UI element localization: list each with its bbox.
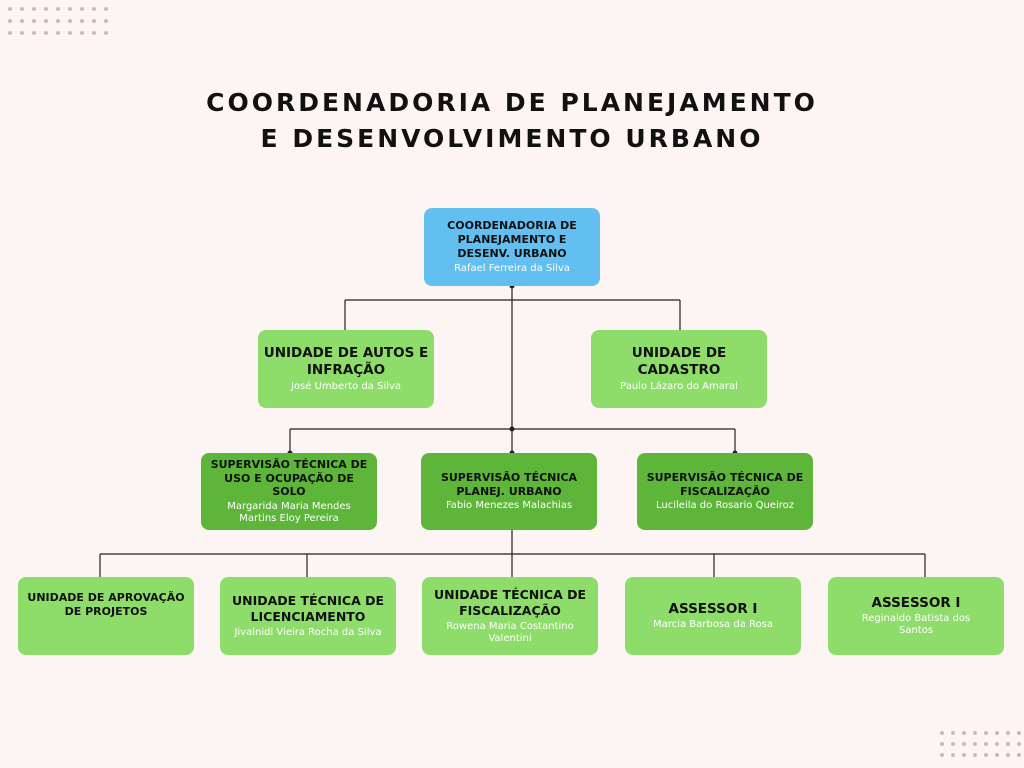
decorative-dot <box>940 753 944 757</box>
decorative-dot <box>940 742 944 746</box>
decorative-dot <box>8 31 12 35</box>
decorative-dot <box>68 31 72 35</box>
decorative-dot <box>1006 742 1010 746</box>
node-person: Reginaldo Batista dos Santos <box>861 613 971 637</box>
node-person: Jivalnidi Vieira Rocha da Silva <box>234 626 382 638</box>
node-person: Rafael Ferreira da Silva <box>454 262 570 274</box>
node-person: Marcia Barbosa da Rosa <box>653 619 773 631</box>
node-title: SUPERVISÃO TÉCNICA PLANEJ. URBANO <box>440 470 578 498</box>
decorative-dot <box>984 731 988 735</box>
decorative-dot <box>32 7 36 11</box>
node-person: Paulo Lázaro do Amaral <box>620 380 738 392</box>
node-person: Margarida Maria Mendes Martins Eloy Pere… <box>227 501 351 525</box>
decorative-dot <box>1017 731 1021 735</box>
decorative-dot <box>951 731 955 735</box>
decorative-dot <box>962 731 966 735</box>
decorative-dot <box>68 7 72 11</box>
decorative-dot <box>995 742 999 746</box>
title-line-1: COORDENADORIA DE PLANEJAMENTO <box>206 88 818 117</box>
node-title: ASSESSOR I <box>871 594 961 611</box>
decorative-dot <box>56 7 60 11</box>
decorative-dot <box>20 7 24 11</box>
node-person: Fabio Menezes Malachias <box>445 500 573 512</box>
decorative-dot <box>1006 731 1010 735</box>
decorative-dot <box>951 742 955 746</box>
node-person: Rowena Maria Costantino Valentini <box>446 620 574 644</box>
node-title: UNIDADE TÉCNICA DE FISCALIZAÇÃO <box>433 587 595 618</box>
title-line-2: E DESENVOLVIMENTO URBANO <box>260 124 764 153</box>
node-assessor-1: ASSESSOR I Marcia Barbosa da Rosa <box>625 577 801 655</box>
decorative-dot <box>984 753 988 757</box>
node-unidade-aprovacao-projetos: UNIDADE DE APROVAÇÃO DE PROJETOS <box>18 577 194 655</box>
decorative-dot <box>20 19 24 23</box>
decorative-dot <box>44 19 48 23</box>
decorative-dot <box>32 31 36 35</box>
node-person: Lucileila do Rosario Queiroz <box>656 500 794 512</box>
decorative-dot <box>104 19 108 23</box>
decorative-dot <box>92 31 96 35</box>
decorative-dot <box>984 742 988 746</box>
node-unidade-cadastro: UNIDADE DE CADASTRO Paulo Lázaro do Amar… <box>591 330 767 408</box>
page-title: COORDENADORIA DE PLANEJAMENTO E DESENVOL… <box>0 85 1024 157</box>
decorative-dot <box>940 731 944 735</box>
node-supervisao-fiscalizacao: SUPERVISÃO TÉCNICA DE FISCALIZAÇÃO Lucil… <box>637 453 813 530</box>
decorative-dot <box>32 19 36 23</box>
node-title: UNIDADE TÉCNICA DE LICENCIAMENTO <box>231 593 385 624</box>
decorative-dot <box>8 7 12 11</box>
decorative-dot <box>995 731 999 735</box>
decorative-dot <box>1017 742 1021 746</box>
node-title: UNIDADE DE APROVAÇÃO DE PROJETOS <box>27 591 185 618</box>
node-unidade-licenciamento: UNIDADE TÉCNICA DE LICENCIAMENTO Jivalni… <box>220 577 396 655</box>
decorative-dot <box>951 753 955 757</box>
node-title: SUPERVISÃO TÉCNICA DE USO E OCUPAÇÃO DE … <box>210 457 368 499</box>
decorative-dot <box>56 19 60 23</box>
decorative-dot <box>8 19 12 23</box>
node-title: ASSESSOR I <box>668 600 758 617</box>
decorative-dot <box>68 19 72 23</box>
decorative-dot <box>104 7 108 11</box>
decorative-dot <box>56 31 60 35</box>
decorative-dot <box>973 742 977 746</box>
node-title: COORDENADORIA DE PLANEJAMENTO E DESENV. … <box>447 219 577 260</box>
node-coordenadoria: COORDENADORIA DE PLANEJAMENTO E DESENV. … <box>424 208 600 286</box>
decorative-dot <box>995 753 999 757</box>
node-supervisao-uso-ocupacao: SUPERVISÃO TÉCNICA DE USO E OCUPAÇÃO DE … <box>201 453 377 530</box>
decorative-dot <box>44 7 48 11</box>
decorative-dot <box>962 753 966 757</box>
decorative-dot <box>973 753 977 757</box>
node-assessor-2: ASSESSOR I Reginaldo Batista dos Santos <box>828 577 1004 655</box>
node-unidade-fiscalizacao: UNIDADE TÉCNICA DE FISCALIZAÇÃO Rowena M… <box>422 577 598 655</box>
decorative-dot <box>1017 753 1021 757</box>
node-title: UNIDADE DE CADASTRO <box>631 345 727 378</box>
decorative-dot <box>80 31 84 35</box>
node-title: SUPERVISÃO TÉCNICA DE FISCALIZAÇÃO <box>646 470 804 498</box>
node-supervisao-planej-urbano: SUPERVISÃO TÉCNICA PLANEJ. URBANO Fabio … <box>421 453 597 530</box>
node-person: José Umberto da Silva <box>290 380 402 392</box>
node-title: UNIDADE DE AUTOS E INFRAÇÃO <box>263 345 429 378</box>
decorative-dot <box>92 7 96 11</box>
decorative-dot <box>973 731 977 735</box>
decorative-dot <box>104 31 108 35</box>
node-unidade-autos-infracao: UNIDADE DE AUTOS E INFRAÇÃO José Umberto… <box>258 330 434 408</box>
decorative-dot <box>80 7 84 11</box>
decorative-dot <box>44 31 48 35</box>
decorative-dot <box>20 31 24 35</box>
decorative-dot <box>1006 753 1010 757</box>
decorative-dot <box>80 19 84 23</box>
decorative-dot <box>962 742 966 746</box>
decorative-dot <box>92 19 96 23</box>
